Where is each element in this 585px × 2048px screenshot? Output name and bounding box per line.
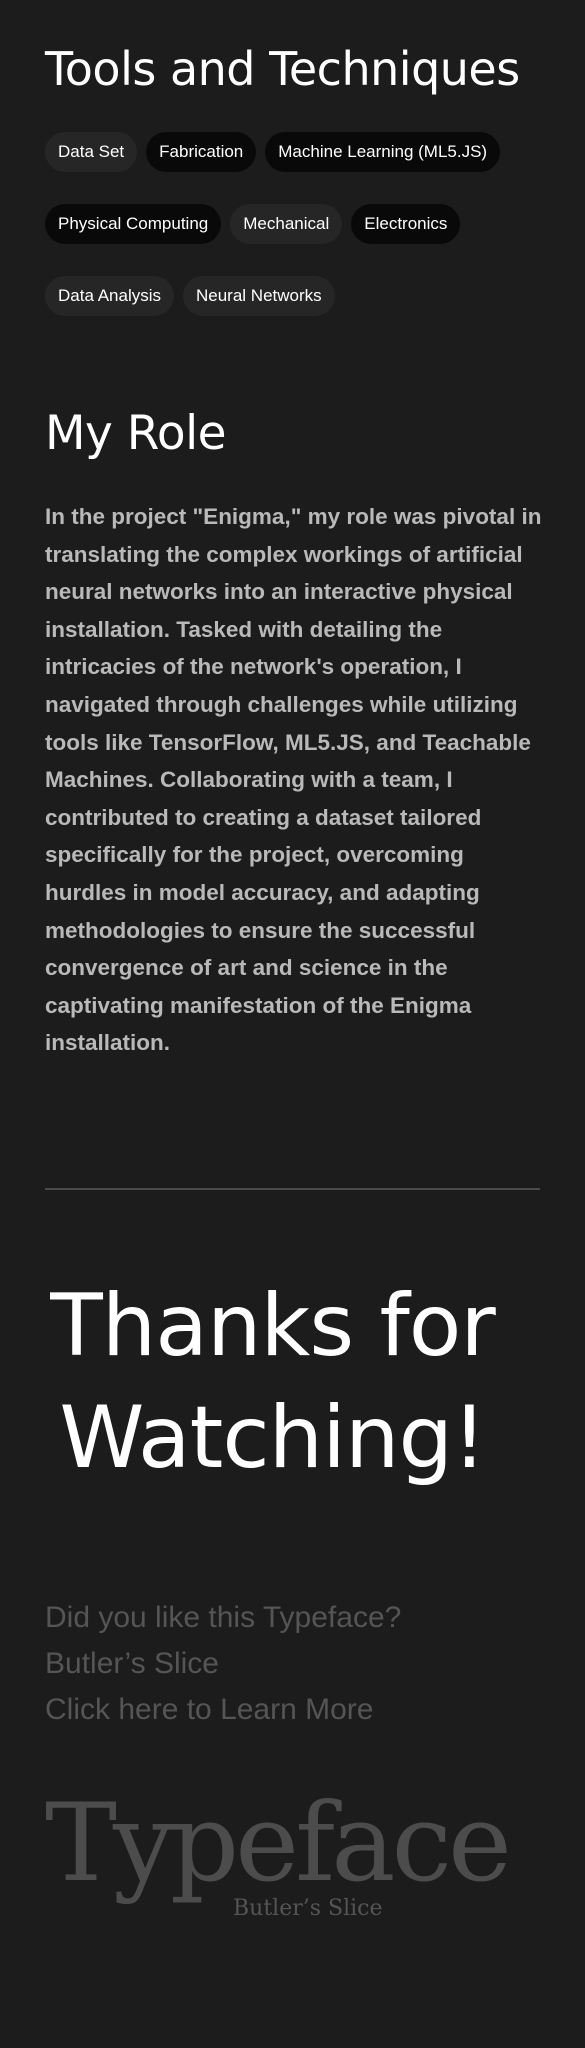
tag-fabrication: Fabrication	[146, 132, 257, 172]
section-divider	[45, 1188, 540, 1190]
role-section-title: My Role	[45, 406, 227, 461]
tag-mechanical: Mechanical	[230, 204, 343, 244]
typeface-name-link[interactable]: Butler’s Slice	[45, 1647, 219, 1680]
typeface-logo-word: Typeface	[45, 1781, 512, 1906]
tag-machine-learning: Machine Learning (ML5.JS)	[265, 132, 501, 172]
typeface-question-link[interactable]: Did you like this Typeface?	[45, 1601, 402, 1634]
learn-more-link[interactable]: Click here to Learn More	[45, 1693, 374, 1726]
typeface-logo: Typeface Butler’s Slice	[45, 1790, 540, 1930]
typeface-promo: Did you like this Typeface? Butler’s Sli…	[45, 1595, 540, 1733]
typeface-logo-subtitle: Butler’s Slice	[233, 1896, 383, 1921]
tag-electronics: Electronics	[351, 204, 461, 244]
role-description: In the project "Enigma," my role was piv…	[45, 504, 542, 1056]
tag-data-analysis: Data Analysis	[45, 276, 174, 316]
tag-neural-networks: Neural Networks	[183, 276, 335, 316]
tag-physical-computing: Physical Computing	[45, 204, 222, 244]
tag-data-set: Data Set	[45, 132, 138, 172]
thanks-heading: Thanks for Watching!	[50, 1276, 495, 1488]
tools-section-title: Tools and Techniques	[45, 42, 520, 96]
